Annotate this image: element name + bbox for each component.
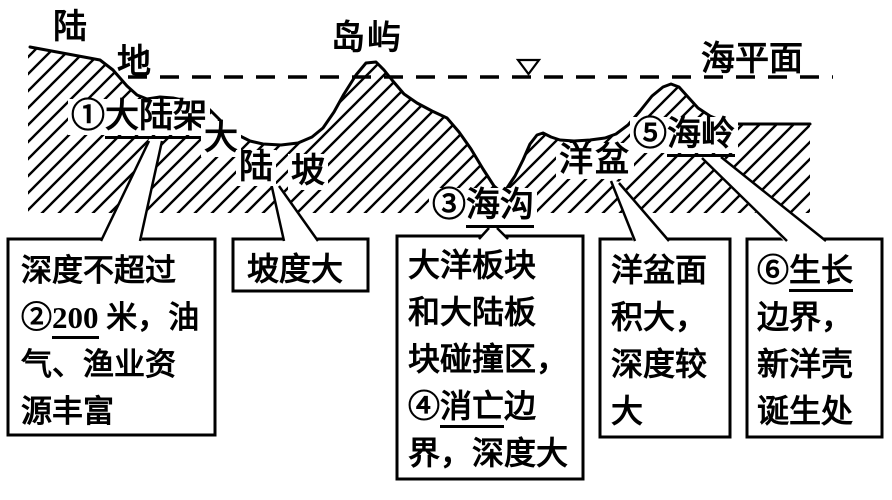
ridge-desc-line3: 新洋壳	[757, 346, 854, 382]
shelf-desc-line1: 深度不超过	[21, 253, 176, 288]
label-sea-level: 海平面	[701, 41, 803, 78]
callout-box-ridge	[745, 237, 884, 439]
label-land-char1: 陆	[53, 9, 87, 46]
trench-desc-line5: 界，深度大	[408, 435, 569, 471]
label-continental-slope-char3: 坡	[288, 154, 328, 190]
label-ocean-trench-number: ③	[432, 187, 466, 224]
label-ocean-trench: ③海沟	[429, 187, 537, 228]
callout-tail-trench	[478, 227, 509, 241]
label-continental-slope-char1: 大	[201, 121, 241, 157]
label-ocean-ridge-number: ⑤	[633, 116, 667, 153]
ridge-desc-line1: ⑥生长	[757, 247, 854, 294]
ridge-desc-boundary-type: 生长	[789, 252, 854, 292]
callout-tail-shelf	[99, 139, 164, 243]
label-continental-shelf-number: ①	[71, 98, 105, 135]
trench-desc-line2: 和大陆板	[408, 294, 537, 330]
trench-desc-line1: 大洋板块	[408, 247, 537, 283]
callout-tail-basin	[609, 180, 670, 243]
callout-text-trench: 大洋板块 和大陆板 块碰撞区， ④消亡边 界，深度大	[408, 242, 568, 477]
basin-desc-line3: 深度较	[611, 346, 708, 382]
label-land-char2: 地	[117, 44, 151, 81]
label-ocean-basin: 洋盆	[556, 143, 634, 179]
ridge-desc-line4: 诞生处	[757, 393, 854, 429]
label-island: 岛屿	[331, 20, 403, 57]
basin-desc-line4: 大	[611, 393, 644, 429]
shelf-desc-line3: 气、渔业资	[21, 347, 176, 382]
basin-desc-line1: 洋盆面	[611, 252, 708, 288]
callout-text-ridge: ⑥生长 边界， 新洋壳 诞生处	[757, 247, 854, 435]
shelf-desc-line4: 源丰富	[21, 394, 114, 429]
slope-desc-line1: 坡度大	[247, 251, 344, 287]
label-continental-shelf: ①大陆架	[68, 98, 210, 139]
label-ocean-ridge: ⑤海岭	[630, 116, 738, 157]
shelf-desc-depth-value: 200	[52, 300, 99, 339]
shelf-desc-line2: ②200 米，油	[21, 294, 199, 341]
callout-text-basin: 洋盆面 积大， 深度较 大	[611, 247, 707, 435]
trench-desc-line3: 块碰撞区，	[408, 341, 569, 377]
callout-box-trench	[395, 234, 585, 481]
trench-desc-number: ④	[408, 388, 441, 424]
trench-desc-boundary-type: 消亡	[440, 388, 505, 428]
label-ocean-ridge-text: 海岭	[667, 116, 735, 157]
basin-desc-line2: 积大，	[611, 299, 708, 335]
trench-desc-line4-rest: 边	[504, 388, 537, 424]
label-ocean-trench-text: 海沟	[466, 187, 534, 228]
callout-box-shelf	[6, 237, 217, 437]
label-continental-shelf-text: 大陆架	[105, 98, 207, 139]
callout-text-shelf: 深度不超过 ②200 米，油 气、渔业资 源丰富	[21, 247, 199, 435]
label-continental-slope-char2: 陆	[236, 150, 276, 186]
callout-tail-ridge	[701, 156, 827, 243]
callout-tail-slope	[269, 182, 320, 243]
trench-desc-line4: ④消亡边	[408, 383, 568, 430]
water-level-marker-icon	[515, 58, 542, 76]
shelf-desc-line2-rest: 米，油	[98, 300, 200, 335]
ridge-desc-number: ⑥	[757, 252, 790, 288]
shelf-desc-number: ②	[21, 300, 52, 335]
callout-text-slope: 坡度大	[247, 246, 343, 293]
ridge-desc-line2: 边界，	[757, 299, 854, 335]
